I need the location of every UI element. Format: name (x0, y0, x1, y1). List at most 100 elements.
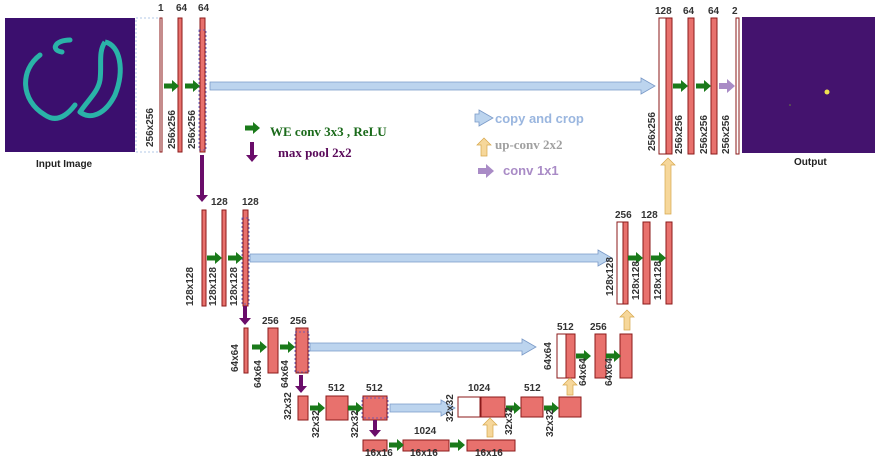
size-label: 128x128 (605, 257, 616, 296)
copy-crop-arrow (310, 339, 536, 355)
output-image-dot (789, 104, 791, 106)
legend-up-conv-arrow (477, 138, 491, 156)
feature-map (620, 334, 632, 378)
feature-map (268, 328, 278, 373)
feature-map (659, 18, 666, 154)
output-image-caption: Output (794, 157, 827, 168)
size-label: 16x16 (410, 448, 438, 459)
size-label: 32x32 (311, 410, 322, 438)
legend-conv1x1-arrow (478, 164, 494, 178)
size-label: 256x256 (699, 115, 710, 154)
conv-arrow (207, 252, 222, 264)
channel-label: 512 (366, 383, 383, 394)
channel-label: 512 (557, 322, 574, 333)
pool-arrow (295, 375, 307, 393)
feature-map (244, 328, 248, 373)
conv1x1-arrow (719, 79, 735, 93)
feature-map (521, 397, 543, 417)
feature-map (736, 18, 739, 154)
conv-arrow (696, 80, 711, 92)
legend-copy-label: copy and crop (495, 111, 584, 126)
feature-map (222, 210, 226, 306)
conv-arrow (450, 439, 465, 451)
feature-map (200, 18, 205, 152)
legend-conv-label: WE conv 3x3 , ReLU (270, 124, 387, 140)
channel-label: 1024 (414, 426, 436, 437)
size-label: 128x128 (631, 261, 642, 300)
size-label: 32x32 (545, 409, 556, 437)
size-label: 128x128 (208, 267, 219, 306)
conv-arrow (673, 80, 688, 92)
size-label: 32x32 (283, 392, 294, 420)
legend-conv1x1-label: conv 1x1 (503, 163, 559, 178)
conv-arrow (252, 341, 267, 353)
feature-map (557, 334, 566, 378)
channel-label: 128 (655, 6, 672, 17)
feature-map (481, 397, 505, 417)
feature-map (617, 222, 623, 304)
channel-label: 64 (176, 3, 187, 14)
feature-map (243, 210, 248, 306)
size-label: 256x256 (145, 108, 156, 147)
size-label: 256x256 (167, 110, 178, 149)
channel-label: 256 (290, 316, 307, 327)
output-image (742, 17, 875, 153)
feature-map (296, 328, 308, 373)
feature-map (688, 18, 694, 154)
up-conv-arrow (620, 310, 634, 330)
size-label: 16x16 (475, 448, 503, 459)
size-label: 256x256 (187, 110, 198, 149)
size-label: 64x64 (230, 344, 241, 372)
legend-pool-arrow (246, 142, 258, 162)
channel-label: 128 (242, 197, 259, 208)
channel-label: 64 (683, 6, 694, 17)
feature-map (298, 396, 308, 420)
size-label: 256x256 (647, 112, 658, 151)
size-label: 128x128 (229, 267, 240, 306)
size-label: 64x64 (280, 360, 291, 388)
up-conv-arrow (483, 418, 497, 437)
feature-map (202, 210, 206, 306)
channel-label: 256 (262, 316, 279, 327)
channel-label: 1 (158, 3, 164, 14)
legend-conv-arrow (245, 122, 260, 134)
pool-arrow (196, 155, 208, 202)
pool-arrow (369, 420, 381, 437)
feature-map (160, 18, 162, 152)
size-label: 256x256 (674, 115, 685, 154)
channel-label: 128 (211, 197, 228, 208)
feature-map (623, 222, 628, 304)
feature-map (458, 397, 480, 417)
legend-upconv-label: up-conv 2x2 (495, 137, 563, 153)
channel-label: 512 (328, 383, 345, 394)
feature-map (326, 396, 348, 420)
channel-label: 512 (524, 383, 541, 394)
copy-crop-arrow (210, 78, 655, 94)
copy-crop-arrow (250, 250, 612, 266)
channel-label: 64 (198, 3, 209, 14)
channel-label: 256 (615, 210, 632, 221)
size-label: 64x64 (604, 358, 615, 386)
size-label: 128x128 (185, 267, 196, 306)
size-label: 64x64 (578, 358, 589, 386)
legend-pool-label: max pool 2x2 (278, 145, 352, 161)
legend-copy-arrow (475, 110, 493, 126)
up-conv-arrow (661, 158, 675, 214)
conv-arrow (185, 80, 200, 92)
feature-map (566, 334, 575, 378)
conv-arrow (228, 252, 243, 264)
feature-map (643, 222, 650, 304)
size-label: 128x128 (653, 261, 664, 300)
size-label: 32x32 (504, 407, 515, 435)
conv-arrow (164, 80, 179, 92)
size-label: 64x64 (253, 360, 264, 388)
conv-arrow (280, 341, 295, 353)
size-label: 64x64 (543, 342, 554, 370)
channel-label: 2 (732, 6, 738, 17)
channel-label: 256 (590, 322, 607, 333)
input-image-caption: Input Image (36, 159, 92, 170)
feature-map (711, 18, 717, 154)
size-label: 256x256 (721, 115, 732, 154)
channel-label: 128 (641, 210, 658, 221)
